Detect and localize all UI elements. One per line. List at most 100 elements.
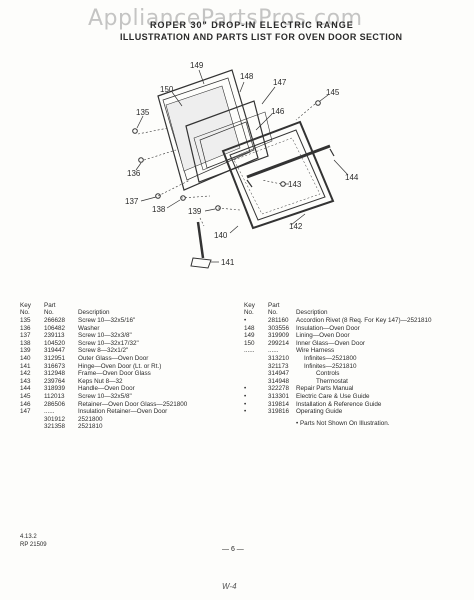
header-description: Description — [296, 309, 328, 317]
table-row: 148 303556 Insulation—Oven Door — [244, 325, 469, 333]
part-no: 106482 — [44, 324, 66, 332]
part-description: Insulation—Oven Door — [296, 324, 360, 332]
glass-frame — [221, 120, 335, 230]
key-no: 140 — [20, 354, 31, 362]
part-description: Inner Glass—Oven Door — [296, 339, 365, 347]
header-part-line2: No. — [268, 309, 278, 317]
key-no — [20, 423, 44, 431]
part-no: 321358 — [44, 423, 66, 431]
callout-149: 149 — [190, 61, 204, 70]
table-row: ............Wire Harness — [244, 347, 469, 355]
key-no — [244, 355, 268, 363]
part-no: 104520 — [44, 339, 66, 347]
outer-glass — [233, 137, 321, 215]
part-description: Screw 10—32x3/8" — [78, 332, 132, 340]
part-no: 319909 — [268, 332, 290, 340]
doc-number: RP 21509 — [20, 542, 47, 548]
header-key-line1: Key — [244, 301, 255, 309]
doc-code: 4.13.2 — [20, 534, 37, 540]
part-description: Accordion Rivet (8 Req. For Key 147)—252… — [296, 317, 432, 324]
header-key-line1: Key — [20, 301, 31, 309]
part-description: Screw 10—32x5/16" — [78, 317, 136, 324]
part-no: 313210 — [268, 354, 290, 362]
callout-145: 145 — [326, 88, 340, 97]
part-description: Controls — [316, 370, 340, 378]
part-no: 239764 — [44, 377, 66, 385]
door-hinge — [196, 221, 205, 259]
part-no: 313301 — [268, 392, 290, 400]
part-description: Outer Glass—Oven Door — [78, 354, 149, 362]
header-part-line1: Part — [268, 301, 280, 309]
key-no: ...... — [244, 347, 255, 355]
key-no: 149 — [244, 332, 255, 340]
part-no: 322278 — [268, 385, 290, 393]
callout-150: 150 — [160, 85, 174, 94]
part-description: Screw 10—32x17/32" — [78, 339, 139, 347]
page-title-line2: ILLUSTRATION AND PARTS LIST FOR OVEN DOO… — [120, 32, 403, 42]
part-description: Handle—Oven Door — [78, 385, 135, 393]
key-no: 147 — [20, 408, 31, 416]
insulation-panel — [185, 100, 269, 183]
page-title-line1: ROPER 30" DROP-IN ELECTRIC RANGE — [150, 20, 354, 30]
part-no: ...... — [44, 408, 55, 416]
key-no — [244, 378, 268, 386]
callout-144: 144 — [345, 173, 359, 182]
key-no: 139 — [20, 347, 31, 355]
part-description: Infinites—2521800 — [304, 354, 357, 362]
callout-148: 148 — [240, 72, 254, 81]
part-no: 303556 — [268, 324, 290, 332]
part-no: 112013 — [44, 392, 65, 400]
part-description: Washer — [78, 324, 100, 332]
key-no — [244, 363, 268, 371]
key-no — [244, 370, 268, 378]
callout-135: 135 — [136, 108, 150, 117]
part-no: 312948 — [44, 370, 66, 378]
callout-142: 142 — [289, 222, 303, 231]
door-handle — [246, 144, 331, 179]
part-description: Lining—Oven Door — [296, 332, 350, 340]
key-no: • — [244, 317, 247, 324]
part-no: 321173 — [268, 362, 289, 370]
part-no: 286506 — [44, 400, 66, 408]
part-description: Screw 10—32x5/8" — [78, 392, 132, 400]
key-no: 148 — [244, 324, 255, 332]
lining-panel — [157, 69, 259, 191]
parts-not-shown-note: • Parts Not Shown On Illustration. — [296, 419, 390, 427]
signature: W-4 — [222, 582, 237, 591]
glass-frame-inner — [229, 129, 326, 221]
key-no: 146 — [20, 400, 31, 408]
part-no: 319816 — [268, 408, 290, 416]
part-description: Insulation Retainer—Oven Door — [78, 408, 168, 416]
callout-136: 136 — [127, 169, 141, 178]
inner-glass — [165, 85, 241, 172]
header-key-line2: No. — [20, 309, 30, 317]
key-no: 136 — [20, 324, 31, 332]
header-key-line2: No. — [244, 309, 254, 317]
part-no: 319447 — [44, 347, 66, 355]
callout-141: 141 — [221, 258, 235, 267]
page-number: — 6 — — [222, 546, 244, 553]
part-no: 281160 — [268, 317, 289, 324]
key-no: 150 — [244, 339, 255, 347]
callout-140: 140 — [214, 231, 228, 240]
key-no: 137 — [20, 332, 31, 340]
table-row: 313210 Infinites—2521800 — [244, 355, 469, 363]
callout-138: 138 — [152, 205, 166, 214]
table-row: 149 319909 Lining—Oven Door — [244, 332, 469, 340]
